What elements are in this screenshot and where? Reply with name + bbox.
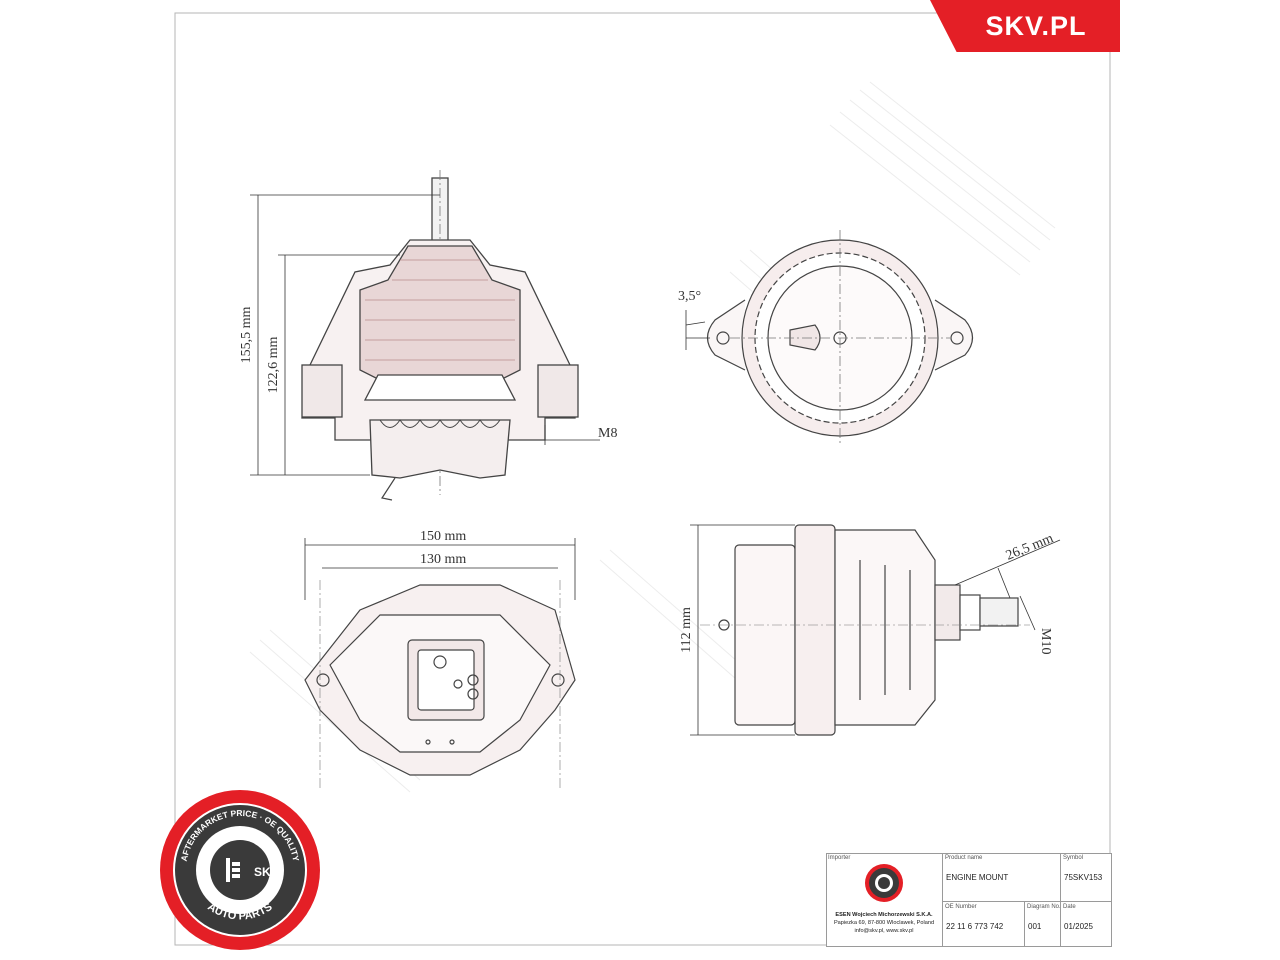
symbol-label: Symbol — [1063, 855, 1084, 861]
importer-address: Papiezka 69, 87-800 Wloclawek, Poland — [833, 920, 935, 926]
dim-total-height: 155,5 mm — [239, 307, 254, 364]
importer-mini-badge — [865, 864, 903, 902]
drawing-frame — [174, 12, 1111, 946]
dim-angle: 3,5° — [678, 289, 701, 304]
symbol-cell: Symbol 75SKV153 — [1060, 853, 1112, 901]
date-cell: Date 01/2025 — [1060, 901, 1112, 946]
dim-stud-thread: M10 — [1038, 628, 1053, 654]
importer-label: Importer — [828, 855, 851, 861]
importer-cell: Importer ESEN Wojciech Michorzewski S.K.… — [826, 853, 942, 945]
importer-contact: info@skv.pl, www.skv.pl — [854, 928, 914, 934]
product-name-cell: Product name ENGINE MOUNT — [942, 853, 1061, 901]
importer-name: ESEN Wojciech Michorzewski S.K.A. — [835, 912, 933, 918]
bottom-dimension-lines — [304, 538, 576, 600]
side-cup — [734, 544, 796, 726]
date-value: 01/2025 — [1064, 922, 1093, 931]
side-view — [700, 524, 1030, 736]
product-name-label: Product name — [945, 855, 983, 861]
dim-body-height: 122,6 mm — [266, 337, 281, 394]
dim-stud-length: 26,5 mm — [1004, 531, 1056, 564]
top-view — [706, 230, 974, 445]
date-label: Date — [1063, 904, 1076, 910]
angle-dimension — [685, 310, 710, 350]
dim-width-inner: 130 mm — [420, 552, 466, 567]
badge-center-text: SKV — [254, 865, 279, 879]
oe-number-value: 22 11 6 773 742 — [946, 922, 1004, 931]
product-name-value: ENGINE MOUNT — [946, 873, 1009, 882]
oe-number-cell: OE Number 22 11 6 773 742 — [942, 901, 1025, 946]
skv-quality-badge: AFTERMARKET PRICE · OE QUALITY AUTO PART… — [160, 790, 320, 950]
bottom-cup — [369, 419, 511, 479]
side-dimension-lines — [690, 524, 1061, 736]
bottom-view — [304, 580, 576, 790]
brand-logo-tab: SKV.PL — [930, 0, 1120, 52]
dim-thread-bottom: M8 — [598, 426, 617, 441]
title-block: Importer ESEN Wojciech Michorzewski S.K.… — [826, 853, 1112, 947]
oe-number-label: OE Number — [945, 904, 977, 910]
brand-logo-text: SKV.PL — [985, 10, 1087, 41]
side-flange — [794, 524, 836, 736]
diagram-no-label: Diagram No. — [1027, 904, 1061, 910]
symbol-value: 75SKV153 — [1064, 873, 1103, 882]
dim-side-height: 112 mm — [679, 607, 694, 653]
diagram-no-value: 001 — [1028, 922, 1042, 931]
dim-width-outer: 150 mm — [420, 529, 466, 544]
inner-chamber — [363, 374, 517, 401]
side-stud — [979, 597, 1019, 627]
diagram-no-cell: Diagram No. 001 — [1024, 901, 1061, 946]
section-dimension-lines — [250, 194, 600, 476]
section-view — [301, 170, 579, 501]
